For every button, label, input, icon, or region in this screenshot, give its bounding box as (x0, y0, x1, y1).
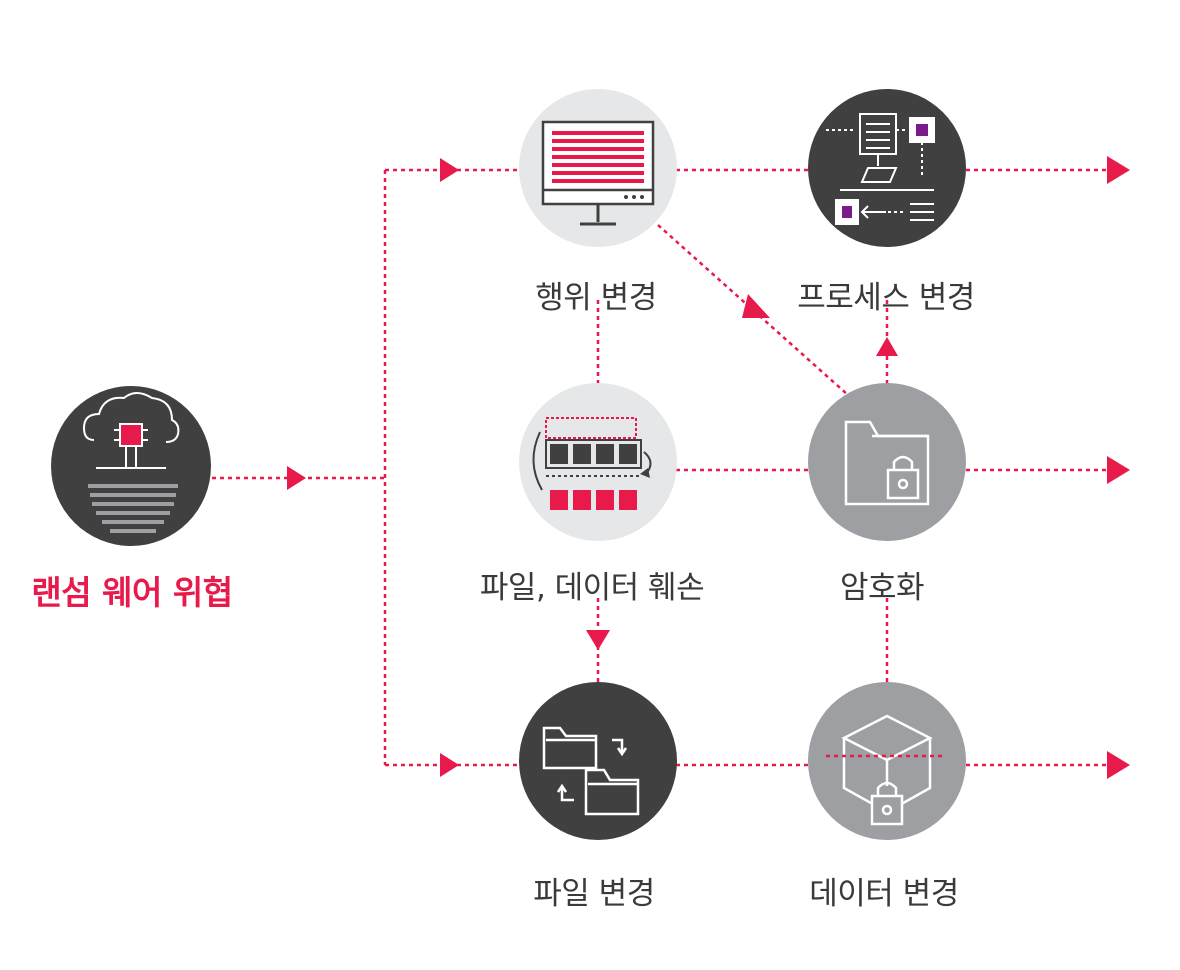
locked-folder-icon (844, 420, 930, 506)
node-data (808, 682, 966, 840)
arrowhead-file-in (440, 753, 459, 777)
cloud-chip-icon (82, 392, 180, 469)
node-damage (519, 383, 677, 541)
label-source: 랜섬 웨어 위협 (31, 573, 233, 612)
binary-pattern (88, 484, 178, 533)
arrowhead-damage-down (586, 630, 610, 650)
data-blocks-icon (532, 417, 652, 510)
arrowhead-encrypt-out (1107, 456, 1130, 484)
process-flow-icon (826, 113, 935, 225)
node-behavior (519, 89, 677, 247)
label-process: 프로세스 변경 (797, 280, 975, 316)
arrowheads (287, 156, 1130, 779)
node-process (808, 89, 966, 247)
node-file (519, 682, 677, 840)
arrowhead-source (287, 466, 306, 490)
arrowhead-diagonal (742, 294, 770, 318)
arrowhead-behavior-in (440, 158, 459, 182)
arrowhead-to-process-up (876, 337, 898, 356)
connector-behavior-diagonal (657, 224, 849, 396)
label-behavior: 행위 변경 (535, 280, 657, 316)
locked-cube-icon (826, 714, 946, 826)
node-source (51, 386, 211, 546)
arrowhead-process-out (1107, 156, 1130, 184)
monitor-code-icon (541, 120, 655, 226)
label-damage: 파일, 데이터 훼손 (479, 570, 705, 606)
folder-swap-icon (542, 726, 640, 816)
label-data: 데이터 변경 (809, 876, 959, 912)
node-encrypt (808, 383, 966, 541)
arrowhead-data-out (1107, 751, 1130, 779)
label-file: 파일 변경 (533, 876, 655, 912)
label-encrypt: 암호화 (839, 570, 925, 606)
